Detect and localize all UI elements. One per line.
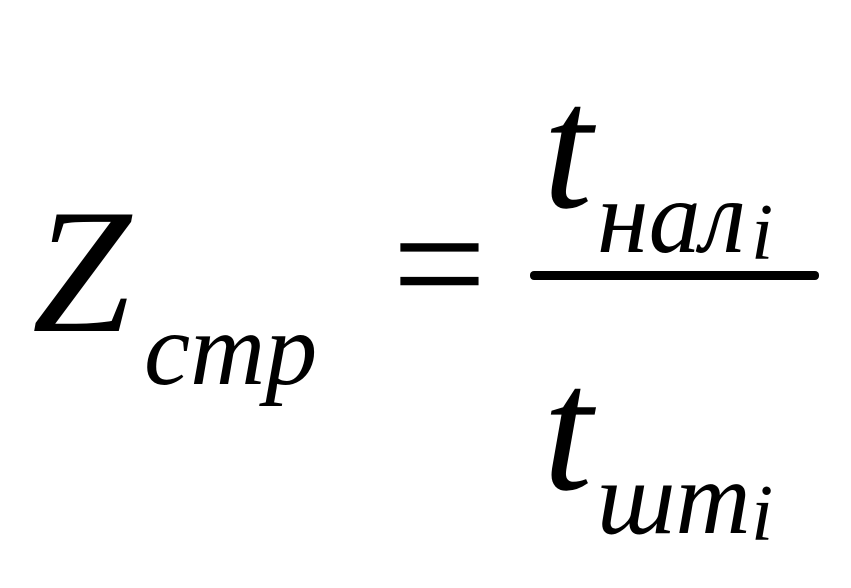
lhs-symbol: Z — [32, 172, 131, 370]
fraction-bar — [530, 271, 819, 280]
denominator-index: i — [751, 470, 774, 558]
equals-sign: = — [392, 171, 487, 357]
numerator-subscript: нал — [597, 160, 746, 275]
denominator-subscript: шт — [597, 441, 751, 556]
lhs-subscript: стр — [144, 292, 318, 407]
numerator-index: i — [751, 189, 774, 277]
numerator-symbol: t — [543, 48, 593, 246]
denominator-symbol: t — [543, 330, 593, 528]
